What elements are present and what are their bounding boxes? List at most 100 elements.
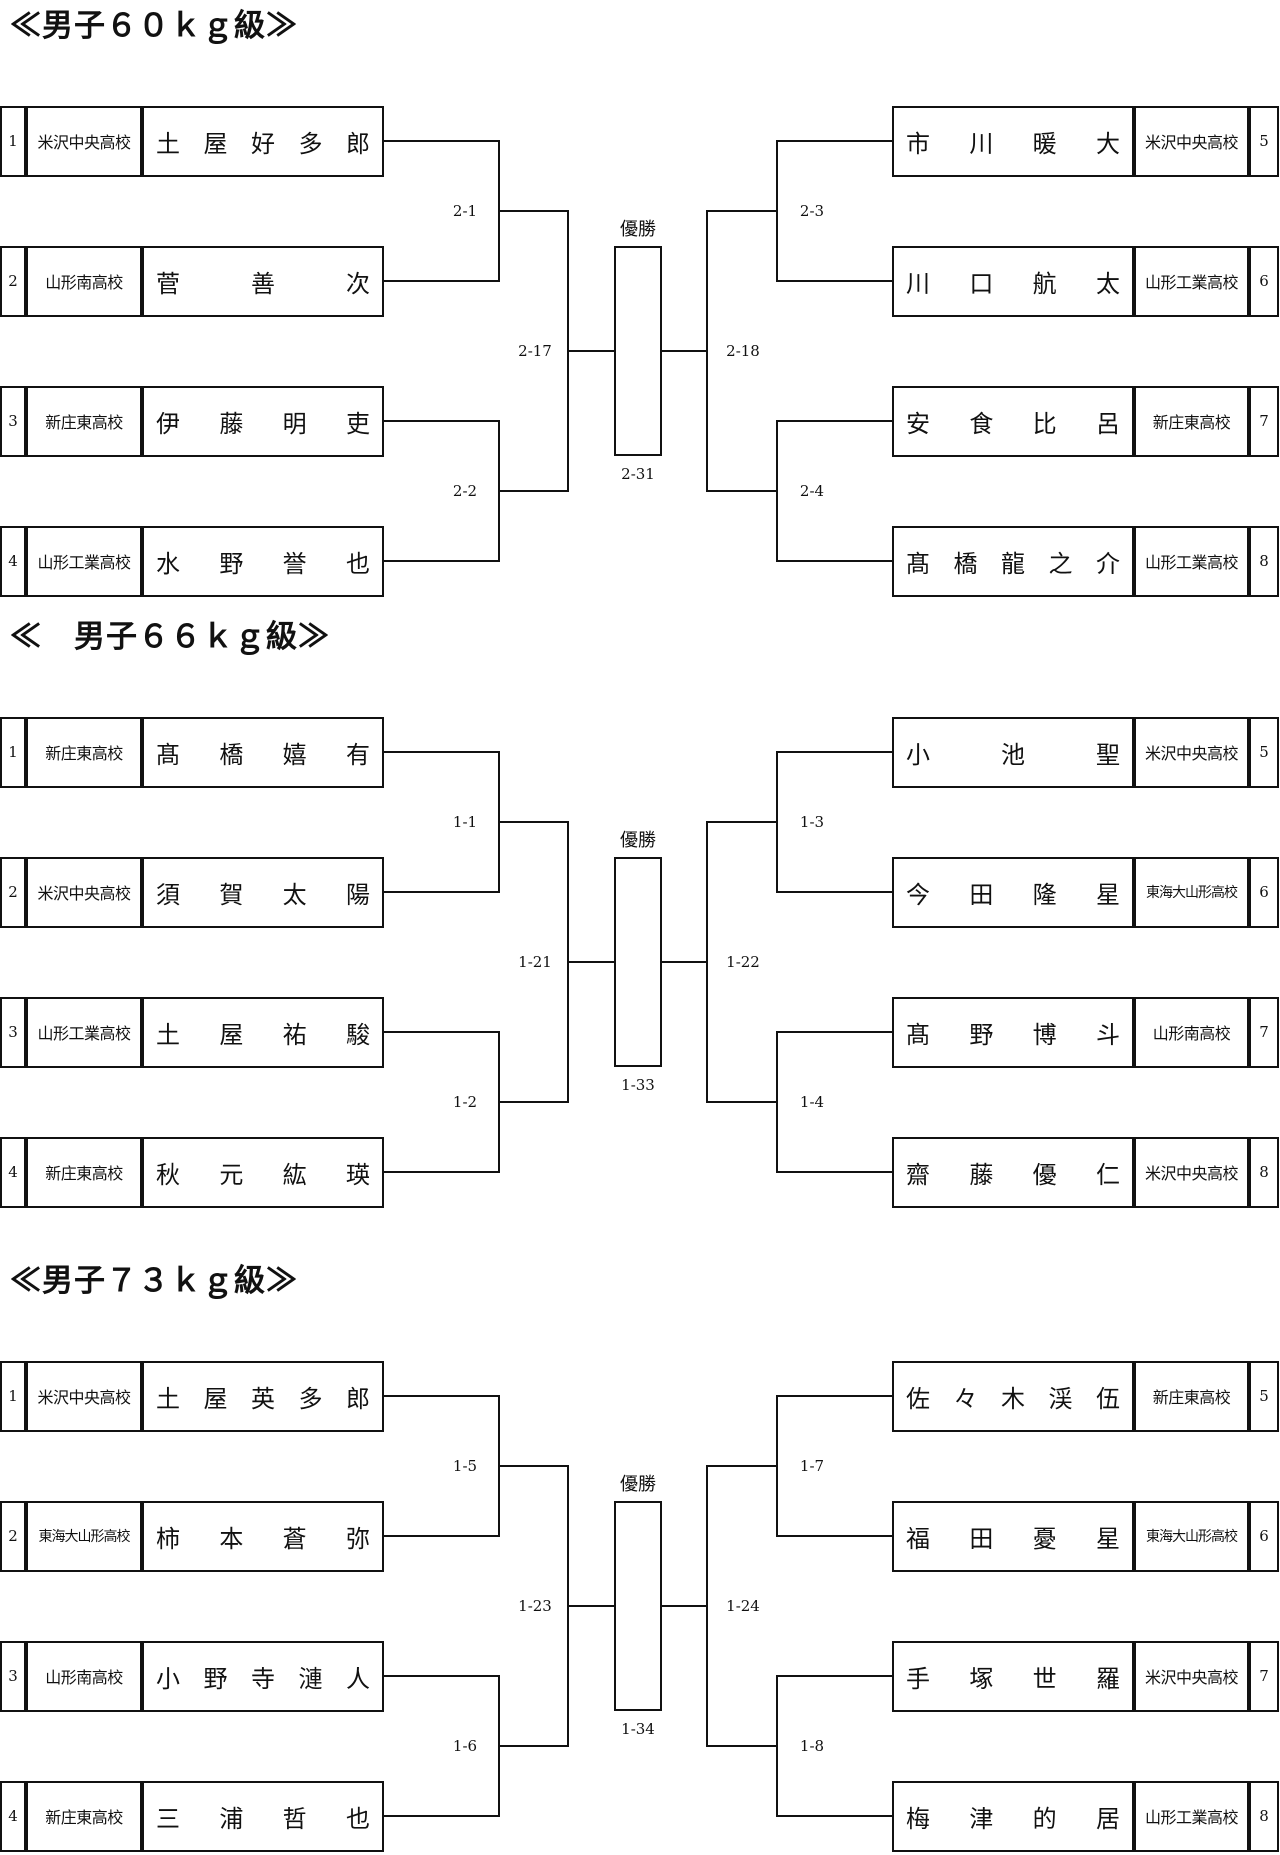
athlete-name-char: 弥	[345, 1524, 370, 1553]
seed-number: 3	[0, 996, 26, 1068]
seed-number: 7	[1249, 385, 1279, 457]
bracket-line-quarter-left-bottom	[384, 420, 500, 562]
athlete-name-char: 野	[203, 1664, 228, 1693]
athlete-name-char: 橋	[219, 740, 244, 769]
athlete-name: 髙野博斗	[892, 996, 1134, 1068]
athlete-name-char: 土	[156, 1020, 180, 1049]
athlete-name: 市川暖大	[892, 105, 1134, 177]
athlete-name-char: 佐	[906, 1384, 930, 1413]
match-number-semi-left: 2-17	[518, 342, 552, 360]
athlete-name-char: 憂	[1032, 1524, 1057, 1553]
match-number-semi-left: 1-23	[518, 1597, 552, 1615]
match-number-quarter-right-top: 1-3	[799, 813, 825, 831]
school-name: 米沢中央高校	[1134, 1136, 1249, 1208]
athlete-name-char: 伊	[156, 409, 180, 438]
match-number-quarter-left-top: 1-1	[452, 813, 478, 831]
seed-number: 5	[1249, 716, 1279, 788]
school-name: 新庄東高校	[26, 1780, 142, 1852]
seed-number: 4	[0, 1780, 26, 1852]
match-number-quarter-right-bottom: 1-4	[799, 1093, 825, 1111]
athlete-name-char: 髙	[906, 1020, 930, 1049]
seed-number: 6	[1249, 245, 1279, 317]
seed-number: 7	[1249, 1640, 1279, 1712]
seed-number: 8	[1249, 525, 1279, 597]
athlete-name-char: 聖	[1096, 740, 1120, 769]
seed-number: 3	[0, 385, 26, 457]
athlete-name-char: 三	[156, 1804, 180, 1833]
match-number-semi-right: 1-24	[726, 1597, 760, 1615]
bracket-line-quarter-right-bottom	[776, 1675, 892, 1817]
athlete-name: 川口航太	[892, 245, 1134, 317]
athlete-name: 伊藤明吏	[142, 385, 384, 457]
school-name: 米沢中央高校	[1134, 1640, 1249, 1712]
seed-number: 5	[1249, 1360, 1279, 1432]
athlete-name-char: 野	[969, 1020, 994, 1049]
athlete-name-char: 梅	[906, 1804, 930, 1833]
school-name: 米沢中央高校	[26, 1360, 142, 1432]
school-name: 米沢中央高校	[26, 105, 142, 177]
school-name: 東海大山形高校	[1134, 856, 1249, 928]
athlete-name-char: 渓	[1048, 1384, 1073, 1413]
athlete-name: 小野寺漣人	[142, 1640, 384, 1712]
seed-number: 3	[0, 1640, 26, 1712]
athlete-name-char: 川	[969, 129, 994, 158]
athlete-name-char: 太	[282, 880, 307, 909]
athlete-name-char: 小	[156, 1664, 180, 1693]
match-number-semi-left: 1-21	[518, 953, 552, 971]
athlete-name: 土屋好多郎	[142, 105, 384, 177]
athlete-name-char: 誉	[282, 549, 307, 578]
athlete-name-char: 福	[906, 1524, 930, 1553]
bracket-line-quarter-left-bottom	[384, 1031, 500, 1173]
athlete-name-char: 津	[969, 1804, 994, 1833]
athlete-name-char: 屋	[219, 1020, 244, 1049]
seed-number: 8	[1249, 1136, 1279, 1208]
athlete-name-char: 比	[1032, 409, 1057, 438]
seed-number: 2	[0, 245, 26, 317]
match-number-quarter-right-bottom: 1-8	[799, 1737, 825, 1755]
athlete-name-char: 小	[906, 740, 930, 769]
bracket-line-quarter-right-bottom	[776, 420, 892, 562]
bracket-line-quarter-left-top	[384, 1395, 500, 1537]
athlete-name-char: 漣	[298, 1664, 323, 1693]
athlete-name-char: 今	[906, 880, 930, 909]
athlete-name-char: 秋	[156, 1160, 180, 1189]
athlete-name-char: 郎	[346, 1384, 370, 1413]
athlete-name-char: 斗	[1095, 1020, 1120, 1049]
bracket-lines	[384, 1395, 892, 1817]
school-name: 山形工業高校	[1134, 525, 1249, 597]
bracket-line-quarter-left-top	[384, 140, 500, 282]
seed-number: 1	[0, 716, 26, 788]
school-name: 山形工業高校	[1134, 245, 1249, 317]
athlete-name-char: 菅	[156, 269, 180, 298]
athlete-name-char: 居	[1095, 1804, 1120, 1833]
athlete-name: 佐々木渓伍	[892, 1360, 1134, 1432]
athlete-name-char: 髙	[906, 549, 930, 578]
athlete-name-char: 有	[345, 740, 370, 769]
match-number-final: 1-34	[621, 1720, 655, 1738]
school-name: 新庄東高校	[1134, 385, 1249, 457]
match-number-quarter-left-top: 2-1	[452, 202, 478, 220]
school-name: 山形南高校	[1134, 996, 1249, 1068]
seed-number: 6	[1249, 1500, 1279, 1572]
school-name: 新庄東高校	[26, 385, 142, 457]
athlete-name: 今田隆星	[892, 856, 1134, 928]
school-name: 米沢中央高校	[1134, 105, 1249, 177]
athlete-name-char: 航	[1032, 269, 1057, 298]
seed-number: 8	[1249, 1780, 1279, 1852]
athlete-name-char: 賀	[219, 880, 244, 909]
seed-number: 5	[1249, 105, 1279, 177]
match-number-final: 1-33	[621, 1076, 655, 1094]
school-name: 東海大山形高校	[26, 1500, 142, 1572]
athlete-name: 安食比呂	[892, 385, 1134, 457]
athlete-name-char: 吏	[345, 409, 370, 438]
athlete-name: 三浦哲也	[142, 1780, 384, 1852]
athlete-name-char: 之	[1048, 549, 1073, 578]
school-name: 山形工業高校	[1134, 1780, 1249, 1852]
athlete-name-char: 藤	[969, 1160, 994, 1189]
match-number-quarter-left-bottom: 1-2	[452, 1093, 478, 1111]
athlete-name-char: 次	[346, 269, 370, 298]
athlete-name-char: 手	[906, 1664, 930, 1693]
school-name: 山形南高校	[26, 245, 142, 317]
